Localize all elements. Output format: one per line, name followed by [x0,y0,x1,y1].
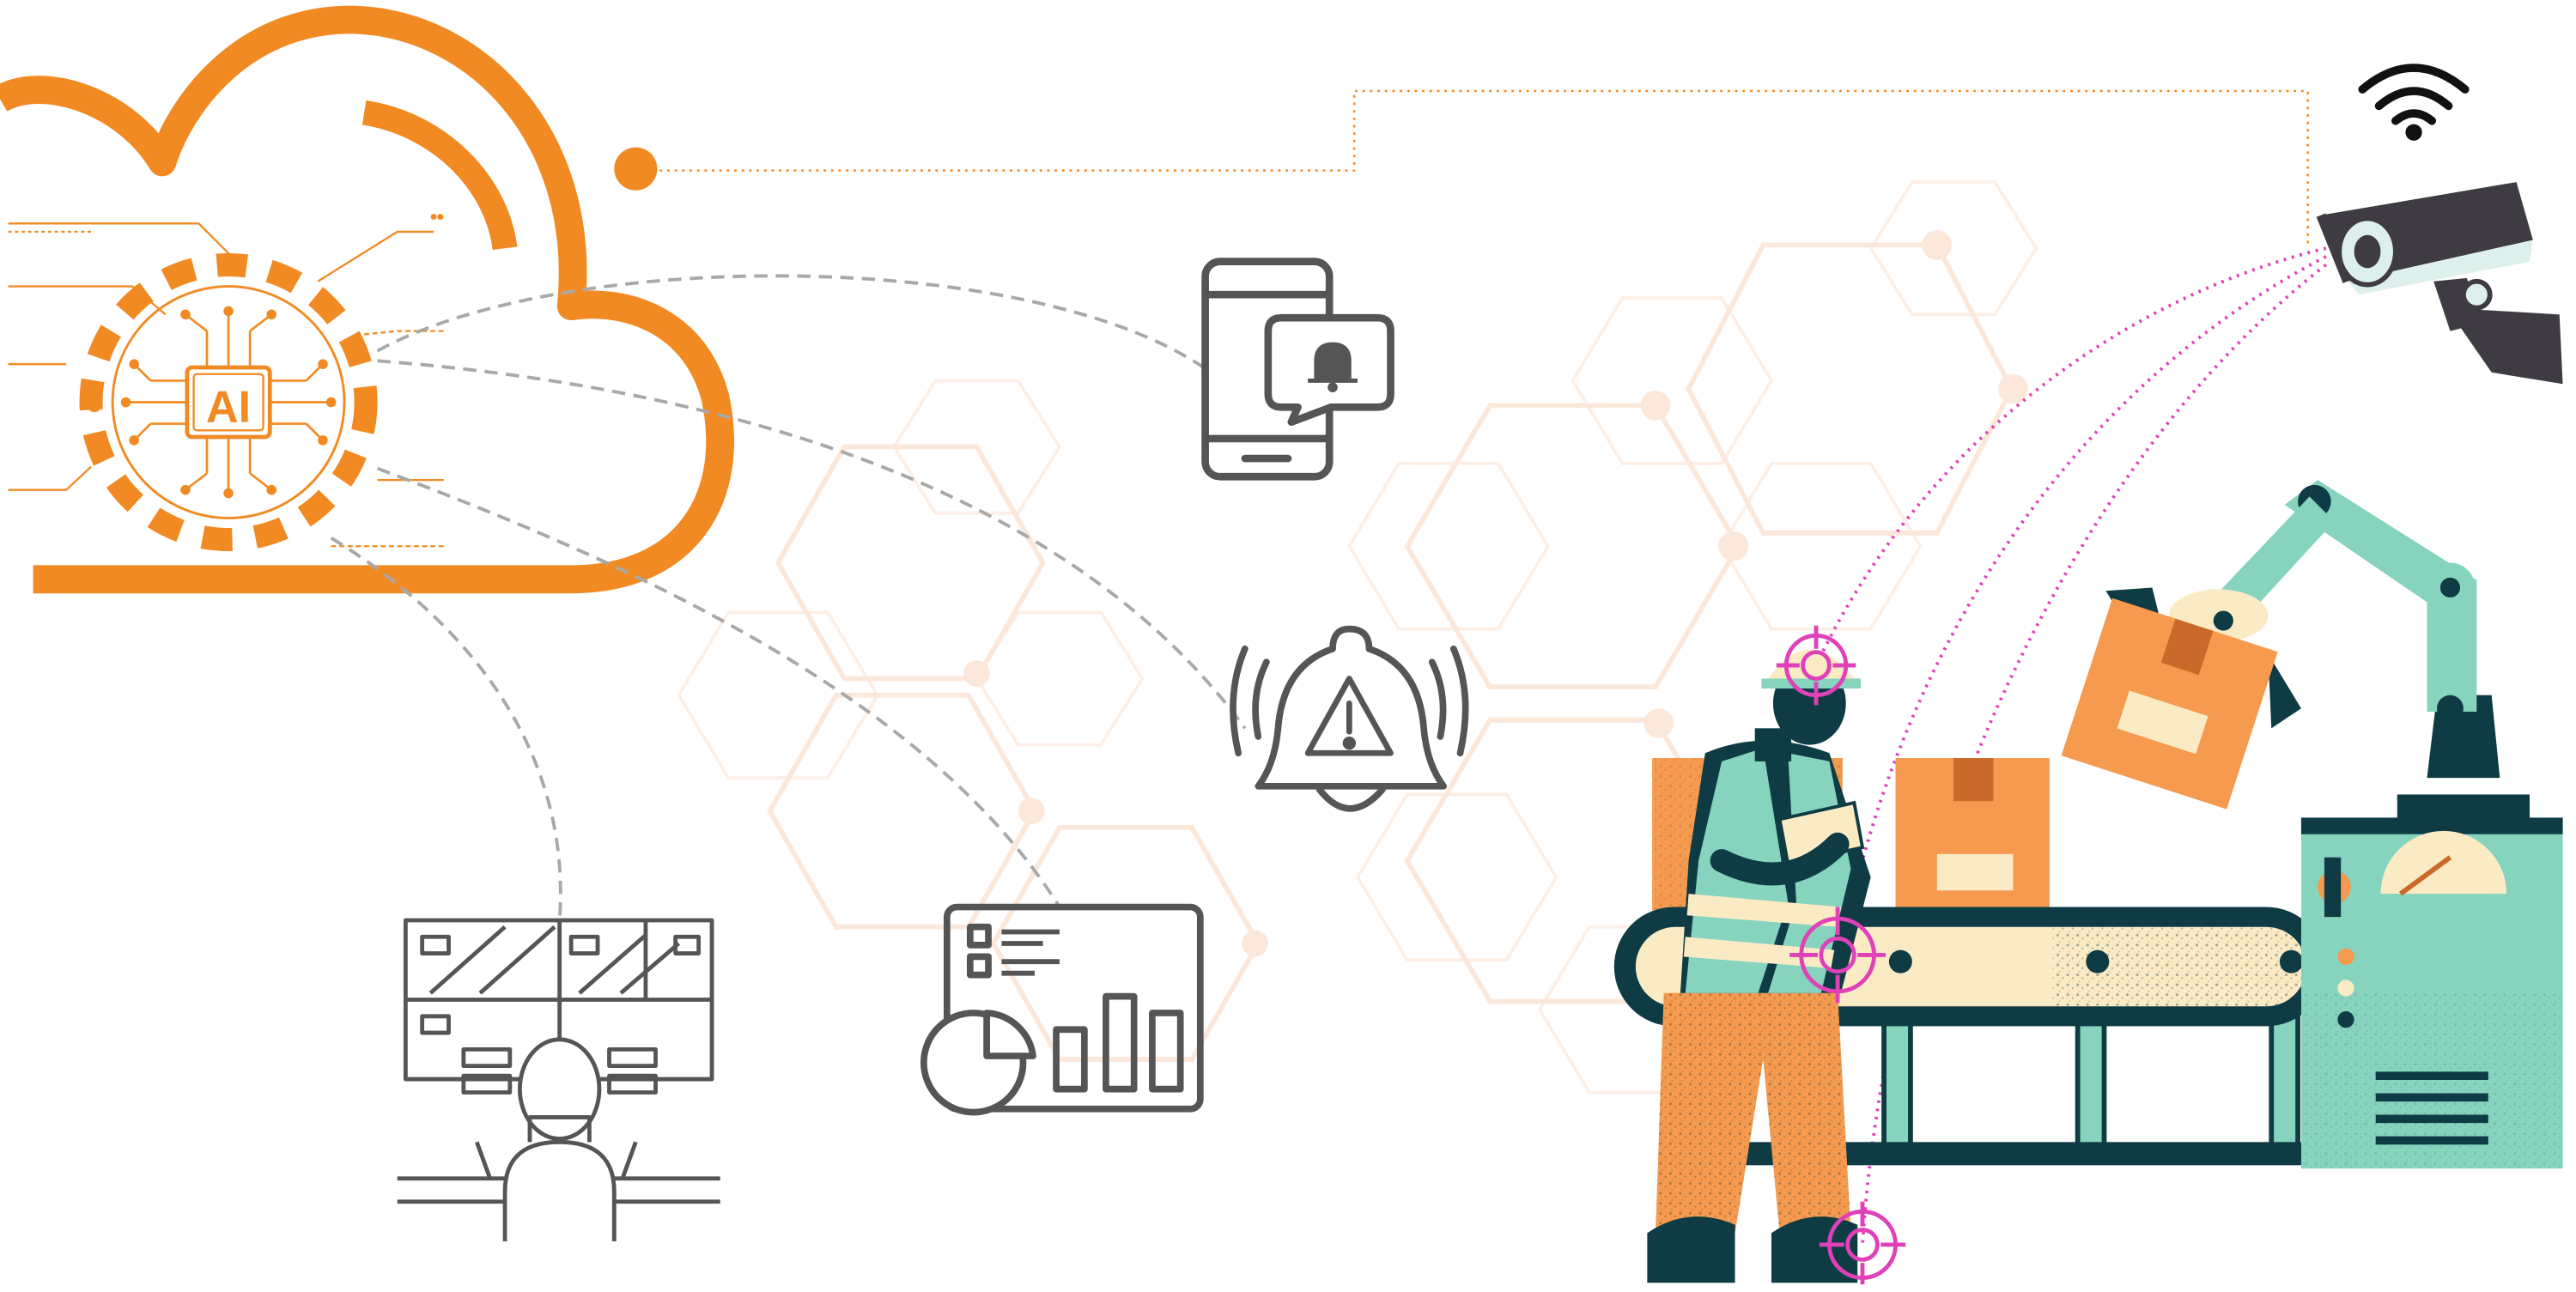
detection-lines [1816,246,2328,1245]
ai-cloud-icon [0,5,734,594]
hexagon-nodes [963,229,2028,957]
factory-illustration [1613,480,2563,1285]
control-room-operator-icon [397,918,720,1242]
detection-target-icon [1789,907,1886,1004]
alarm-bell-icon [1230,625,1469,812]
detection-target-icon [1776,625,1856,706]
connector-lines [330,274,1247,921]
worker-figure [1647,649,1871,1283]
ai-chip-label: AI [206,383,251,433]
ai-chip-icon: AI [79,252,378,552]
circuit-lines [8,222,444,548]
cloud-camera-link [637,89,2309,249]
cctv-camera-icon [2316,182,2563,385]
detection-target-icon [1819,1201,1906,1285]
wifi-icon [2358,64,2470,141]
mobile-notification-icon [1201,258,1394,481]
analytics-dashboard-icon [920,903,1204,1116]
